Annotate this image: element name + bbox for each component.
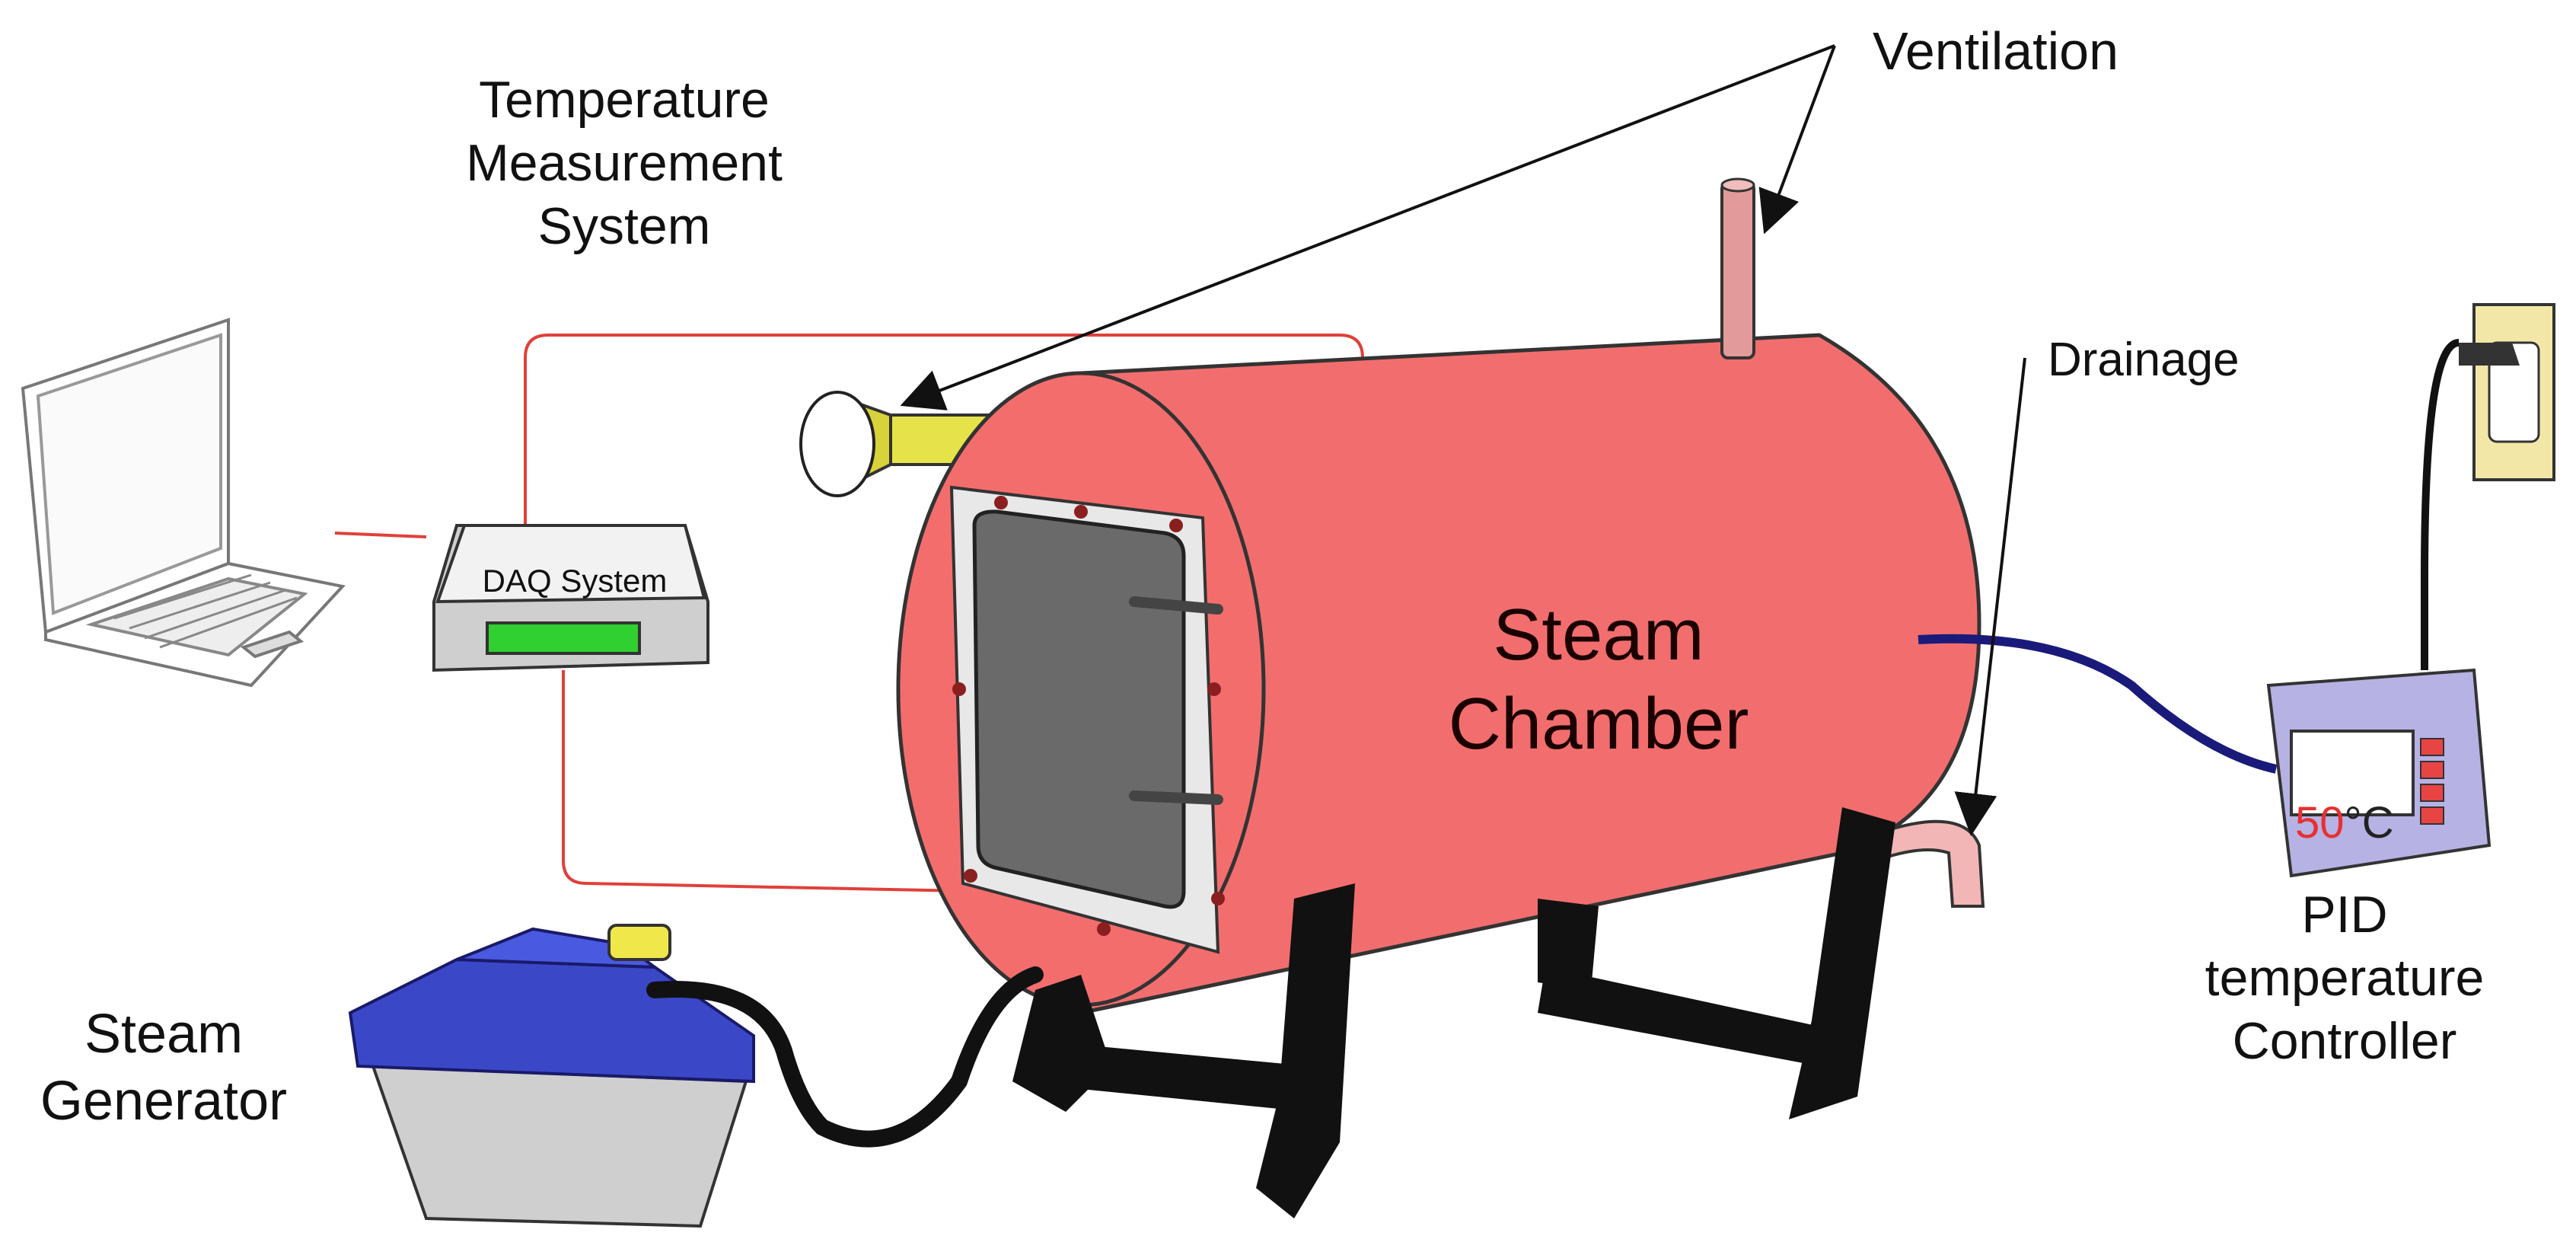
wall-outlet-icon: [2459, 303, 2555, 481]
pid-display-value: 50: [2295, 797, 2345, 848]
pid-controller-unit: [1918, 339, 2492, 878]
label-steam-chamber: Steam Chamber: [1448, 594, 1749, 765]
steam-chamber-tank: [896, 333, 1981, 1016]
label-ventilation: Ventilation: [1873, 21, 2119, 81]
callout-arrows: [900, 44, 2026, 836]
daq-system-box: [432, 524, 709, 672]
label-pid-controller: PID temperature Controller: [2205, 886, 2485, 1070]
label-temperature-measurement: Temperature Measurement System: [466, 71, 783, 255]
pid-display-unit: °C: [2344, 797, 2394, 848]
drainage-pipe: [1886, 819, 1985, 908]
laptop-icon: [21, 318, 346, 688]
label-daq-system: DAQ System: [482, 563, 668, 599]
label-drainage: Drainage: [2048, 334, 2240, 386]
chamber-legs: [1012, 807, 1895, 1218]
signal-wiring: [334, 334, 1364, 893]
label-steam-generator: Steam Generator: [40, 1004, 288, 1132]
pid-display-readout: 50°C: [2295, 742, 2409, 851]
ventilation-pipe-top: [1720, 177, 1755, 359]
steam-generator-unit: [348, 924, 1044, 1228]
